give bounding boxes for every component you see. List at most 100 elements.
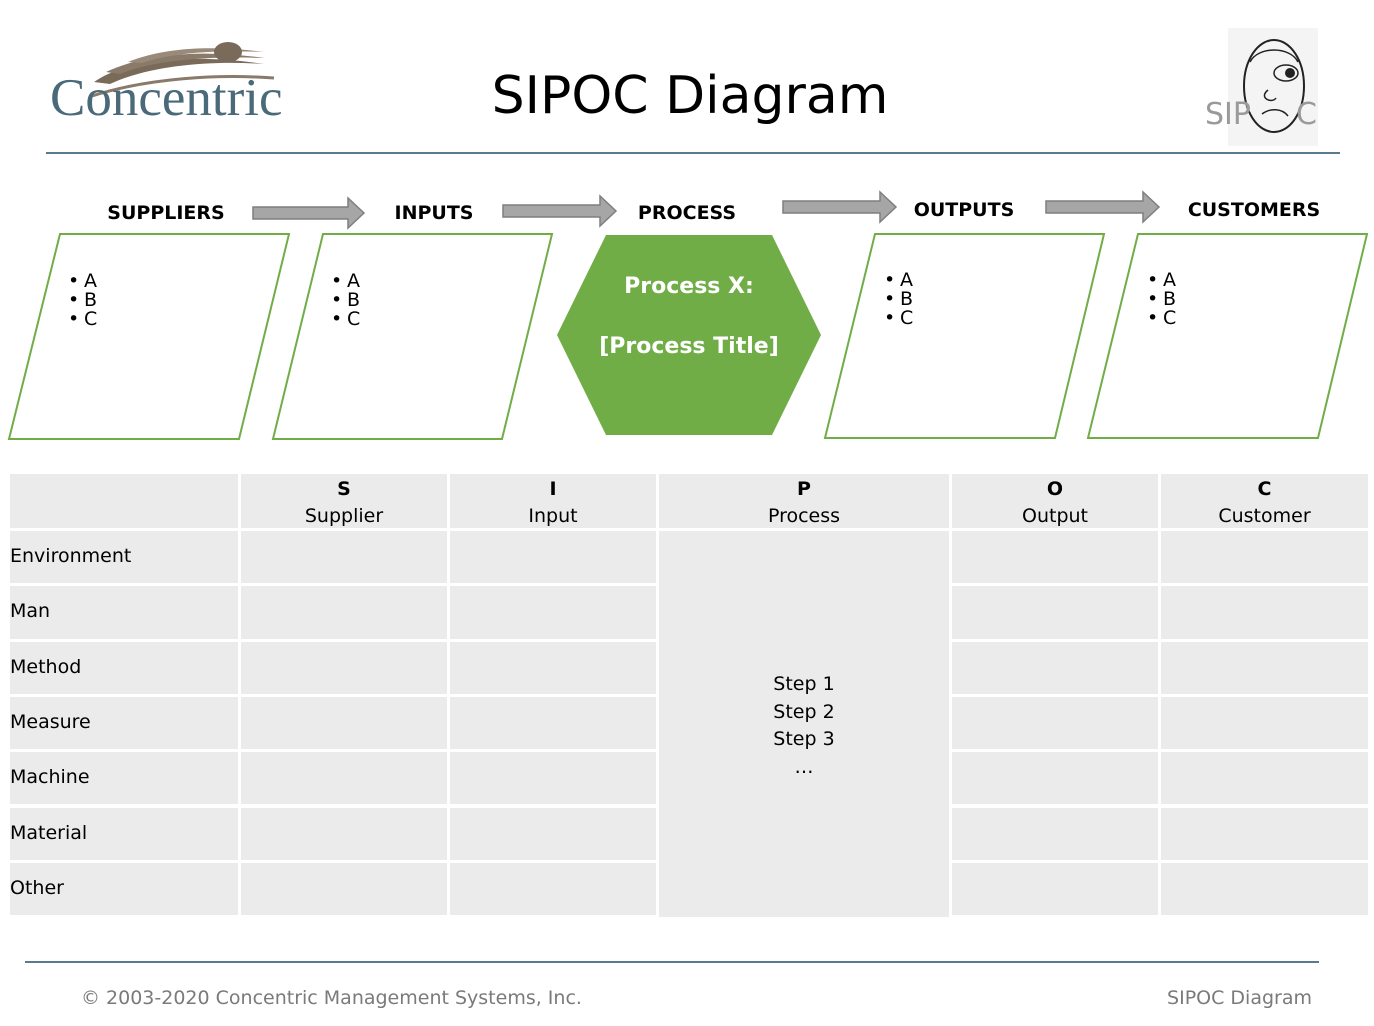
- row-label-cell: Environment: [10, 531, 238, 584]
- footer-page-label: SIPOC Diagram: [1167, 987, 1312, 1009]
- table-cell: [952, 807, 1158, 860]
- column-letter: P: [797, 478, 811, 500]
- table-cell: [241, 586, 447, 639]
- list-item: A: [68, 272, 97, 291]
- list-item: B: [884, 290, 913, 309]
- column-name: Input: [528, 505, 578, 527]
- process-step: …: [794, 755, 814, 778]
- row-label: Man: [10, 600, 51, 623]
- inputs-heading: INPUTS: [394, 202, 474, 224]
- column-header-process: P Process: [659, 474, 949, 528]
- list-item: C: [68, 310, 97, 329]
- customers-heading: CUSTOMERS: [1187, 199, 1321, 221]
- process-step: Step 2: [773, 700, 835, 723]
- table-cell: [241, 696, 447, 750]
- sipoc-badge: [1228, 28, 1318, 146]
- process-step: Step 1: [773, 673, 835, 695]
- table-cell: [1161, 531, 1368, 584]
- table-cell: [241, 752, 447, 805]
- right-arrow-icon: [252, 196, 366, 230]
- list-item: B: [331, 291, 360, 310]
- row-label-cell: Material: [10, 807, 238, 860]
- table-cell: [241, 531, 447, 584]
- right-arrow-icon: [1045, 190, 1161, 224]
- table-cell: [952, 862, 1158, 916]
- table-cell: [952, 586, 1158, 639]
- list-item: A: [331, 272, 360, 291]
- process-steps: Step 1 Step 2 Step 3 …: [659, 671, 949, 781]
- table-cell: [1161, 862, 1368, 916]
- table-cell: [450, 752, 656, 805]
- table-cell: [1161, 752, 1368, 805]
- process-heading: PROCESS: [637, 202, 737, 224]
- row-label-cell: Man: [10, 586, 238, 639]
- list-item: B: [68, 291, 97, 310]
- row-label: Material: [10, 821, 88, 844]
- row-label-cell: Other: [10, 862, 238, 916]
- footer-copyright: © 2003-2020 Concentric Management System…: [81, 987, 582, 1009]
- suppliers-list: A B C: [68, 272, 97, 329]
- list-item: A: [1147, 271, 1176, 290]
- outputs-heading: OUTPUTS: [913, 199, 1015, 221]
- column-name: Process: [767, 505, 841, 527]
- process-name: Process X:: [624, 274, 754, 299]
- column-letter: S: [337, 478, 351, 500]
- table-cell: [450, 586, 656, 639]
- column-letter: I: [549, 478, 557, 500]
- inputs-list: A B C: [331, 272, 360, 329]
- row-label-cell: Method: [10, 641, 238, 694]
- list-item: C: [884, 309, 913, 328]
- table-cell: [450, 641, 656, 694]
- row-label: Measure: [10, 710, 91, 733]
- table-cell: [450, 807, 656, 860]
- column-header-customer: C Customer: [1161, 474, 1368, 528]
- list-item: B: [1147, 290, 1176, 309]
- table-cell: [450, 696, 656, 750]
- column-name: Customer: [1218, 505, 1311, 527]
- right-arrow-icon: [502, 194, 618, 228]
- row-label-cell: Machine: [10, 752, 238, 805]
- logo-wordmark: Concentric: [50, 69, 283, 127]
- table-cell: [952, 531, 1158, 584]
- column-name: Output: [1022, 505, 1088, 527]
- row-label: Other: [10, 876, 64, 899]
- header-divider: [46, 152, 1340, 154]
- table-cell: [450, 862, 656, 916]
- outputs-list: A B C: [884, 271, 913, 328]
- table-cell: [1161, 641, 1368, 694]
- table-cell: [450, 531, 656, 584]
- table-corner-cell: [10, 474, 238, 528]
- row-label-cell: Measure: [10, 696, 238, 750]
- outputs-box: [823, 233, 1106, 439]
- table-cell: [1161, 586, 1368, 639]
- column-header-output: O Output: [952, 474, 1158, 528]
- table-cell: [1161, 807, 1368, 860]
- table-cell: [1161, 696, 1368, 750]
- suppliers-box: [7, 233, 291, 440]
- right-arrow-icon: [782, 190, 898, 224]
- suppliers-heading: SUPPLIERS: [107, 202, 225, 224]
- process-hexagon: [557, 235, 821, 435]
- column-letter: O: [1046, 478, 1064, 500]
- concentric-swoosh-logo: [91, 42, 275, 98]
- row-label: Method: [10, 655, 82, 678]
- customers-list: A B C: [1147, 271, 1176, 328]
- table-cell: [241, 641, 447, 694]
- inputs-box: [271, 233, 554, 440]
- column-name: Supplier: [304, 505, 384, 527]
- table-cell: [241, 862, 447, 916]
- list-item: A: [884, 271, 913, 290]
- sipoc-badge-letter: C: [1296, 97, 1317, 132]
- process-steps-cell: Step 1 Step 2 Step 3 …: [659, 531, 949, 917]
- sipoc-table: S Supplier I Input P Process O Output C …: [10, 474, 1368, 917]
- table-cell: [952, 696, 1158, 750]
- footer-divider: [25, 961, 1319, 963]
- process-step: Step 3: [773, 728, 835, 750]
- column-header-supplier: S Supplier: [241, 474, 447, 528]
- row-label: Machine: [10, 766, 90, 789]
- process-title: [Process Title]: [599, 334, 779, 359]
- customers-box: [1086, 233, 1369, 439]
- column-letter: C: [1257, 478, 1272, 500]
- page-title: SIPOC Diagram: [491, 66, 889, 126]
- sipoc-face-icon: [1243, 39, 1305, 133]
